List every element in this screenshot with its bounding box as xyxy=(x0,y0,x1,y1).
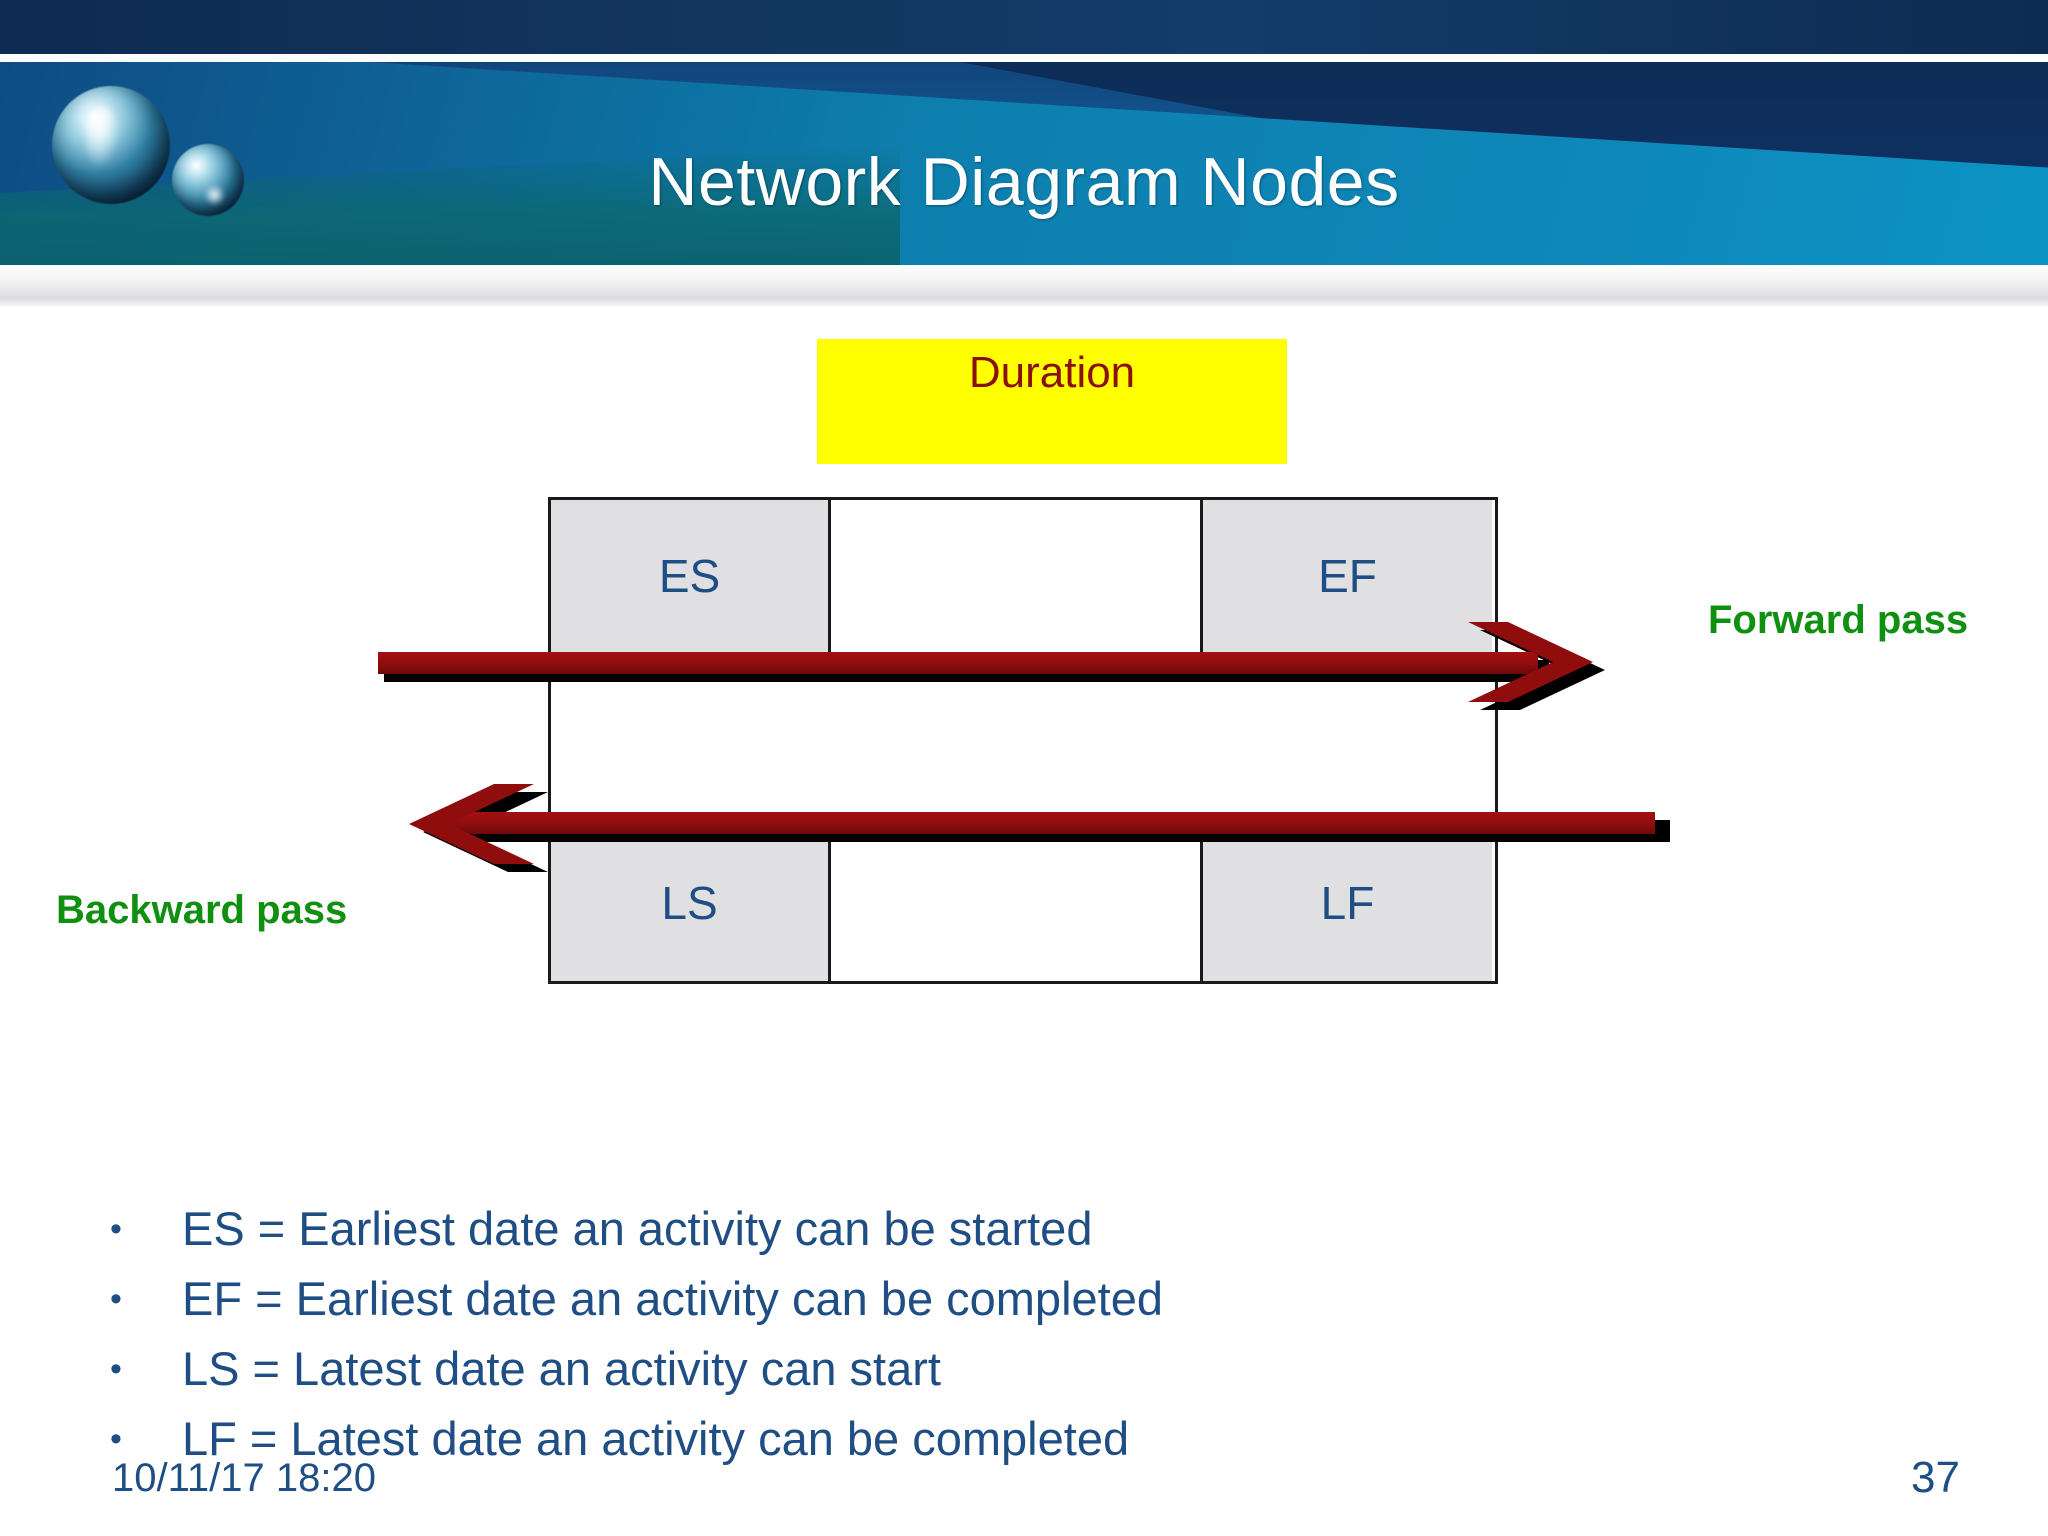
duration-callout-label: Duration xyxy=(968,348,1136,397)
node-cell-ls: LS xyxy=(551,824,831,981)
forward-pass-arrow xyxy=(370,622,1690,710)
slide-header-banner: Network Diagram Nodes xyxy=(0,0,2048,308)
bullet-marker-icon: • xyxy=(110,1420,122,1458)
node-table-row-bottom: LS LF xyxy=(551,824,1495,981)
bullet-text-lf: LF = Latest date an activity can be comp… xyxy=(182,1412,1130,1465)
node-cell-bottom-middle xyxy=(831,824,1203,981)
logo-spheres-icon xyxy=(48,82,298,222)
list-item: • LF = Latest date an activity can be co… xyxy=(110,1410,1610,1468)
forward-pass-label: Forward pass xyxy=(1708,598,1969,642)
node-cell-lf: LF xyxy=(1203,824,1492,981)
logo-sphere-small-icon xyxy=(172,144,244,216)
footer-timestamp: 10/11/17 18:20 xyxy=(112,1456,376,1500)
forward-arrow-shaft xyxy=(378,652,1538,674)
bullet-marker-icon: • xyxy=(110,1210,122,1248)
node-cell-top-middle xyxy=(831,500,1203,652)
node-cell-ef: EF xyxy=(1203,500,1492,652)
duration-callout-box: Duration xyxy=(817,339,1287,464)
banner-top-strip xyxy=(0,0,2048,58)
bullet-text-ef: EF = Earliest date an activity can be co… xyxy=(182,1272,1163,1325)
list-item: • EF = Earliest date an activity can be … xyxy=(110,1270,1610,1328)
list-item: • LS = Latest date an activity can start xyxy=(110,1340,1610,1398)
forward-arrow-head-icon xyxy=(1468,622,1658,702)
list-item: • ES = Earliest date an activity can be … xyxy=(110,1200,1610,1258)
banner-bottom-fade xyxy=(0,265,2048,308)
footer-page-number: 37 xyxy=(1911,1453,1960,1502)
logo-sphere-large-icon xyxy=(52,86,170,204)
backward-arrow-shaft xyxy=(440,812,1655,834)
backward-arrow-head-icon xyxy=(344,784,534,864)
bullet-text-ls: LS = Latest date an activity can start xyxy=(182,1342,941,1395)
bullet-marker-icon: • xyxy=(110,1280,122,1318)
backward-pass-label: Backward pass xyxy=(56,888,348,932)
page-title: Network Diagram Nodes xyxy=(648,144,1400,220)
bullet-marker-icon: • xyxy=(110,1350,122,1388)
bullet-text-es: ES = Earliest date an activity can be st… xyxy=(182,1202,1093,1255)
node-cell-es: ES xyxy=(551,500,831,652)
banner-main-area xyxy=(0,62,2048,265)
node-table-row-top: ES EF xyxy=(551,500,1495,655)
network-node-table: ES EF LS LF xyxy=(548,497,1498,984)
definition-bullet-list: • ES = Earliest date an activity can be … xyxy=(110,1200,1610,1480)
backward-pass-arrow xyxy=(340,784,1670,872)
